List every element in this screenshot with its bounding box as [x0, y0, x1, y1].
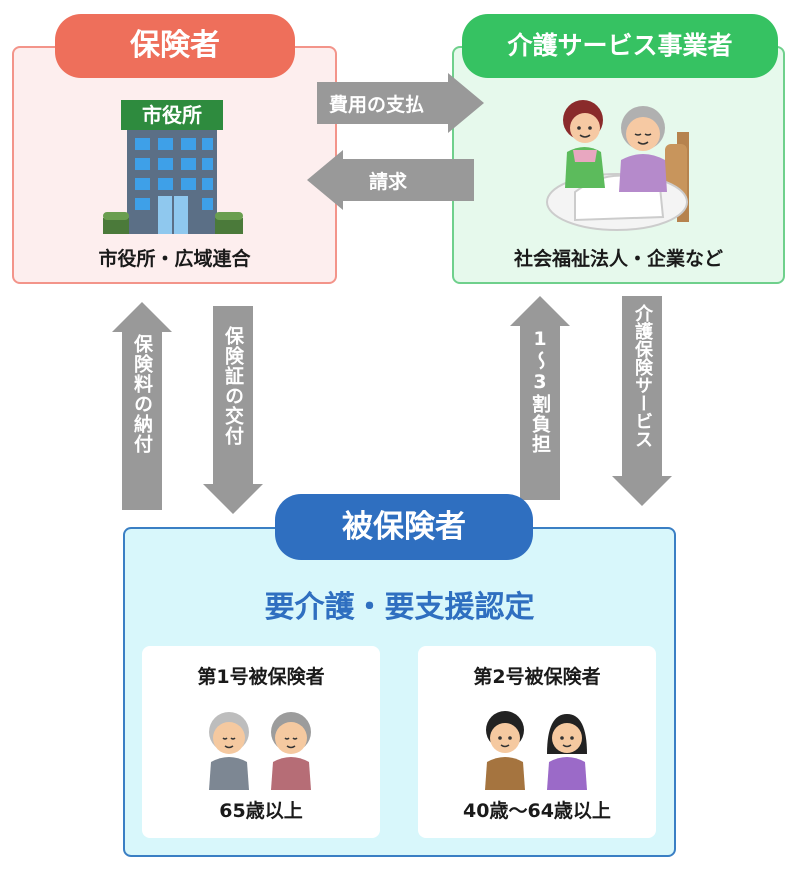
- group-age: 65歳以上: [219, 800, 303, 822]
- insurer-caption: 市役所・広域連合: [98, 248, 251, 270]
- service-label: 介護保険サービス: [632, 304, 653, 448]
- insured-title: 被保険者: [275, 494, 533, 560]
- arrow-down-icon: [612, 296, 672, 506]
- copay-label: 1～3割負担: [529, 328, 551, 454]
- claim-label: 請求: [369, 171, 408, 193]
- arrow-up-icon: [510, 296, 570, 500]
- elderly-couple-illustration: [209, 712, 311, 790]
- card-issue-label: 保険証の交付: [222, 326, 244, 446]
- payment-label: 費用の支払: [329, 94, 425, 116]
- arrow-right-icon: [317, 73, 484, 133]
- card-issue-arrow: 保険証の交付: [203, 306, 263, 514]
- arrow-up-icon: [112, 302, 172, 510]
- group-age: 40歳～64歳以上: [463, 800, 611, 822]
- provider-caption: 社会福祉法人・企業など: [513, 248, 723, 270]
- city-hall-sign: 市役所: [142, 103, 202, 127]
- service-arrow: 介護保険サービス: [612, 296, 672, 506]
- payment-arrow: 費用の支払: [317, 73, 484, 133]
- premium-arrow: 保険料の納付: [112, 302, 172, 510]
- group-card-2: 第2号被保険者 40歳～64歳以上: [418, 646, 656, 838]
- claim-arrow: 請求: [307, 150, 474, 210]
- arrow-left-icon: [307, 150, 474, 210]
- middle-aged-couple-illustration: [485, 711, 587, 790]
- caregiver-illustration: [546, 100, 689, 231]
- group-title: 第1号被保険者: [197, 666, 325, 688]
- provider-title: 介護サービス事業者: [462, 14, 778, 78]
- group-title: 第2号被保険者: [473, 666, 601, 688]
- certification-title: 要介護・要支援認定: [264, 590, 535, 625]
- insurer-title: 保険者: [55, 14, 295, 78]
- copay-arrow: 1～3割負担: [510, 296, 570, 500]
- group-card-1: 第1号被保険者 65歳以上: [142, 646, 380, 838]
- arrow-down-icon: [203, 306, 263, 514]
- premium-label: 保険料の納付: [131, 334, 153, 454]
- city-hall-illustration: 市役所: [103, 100, 243, 234]
